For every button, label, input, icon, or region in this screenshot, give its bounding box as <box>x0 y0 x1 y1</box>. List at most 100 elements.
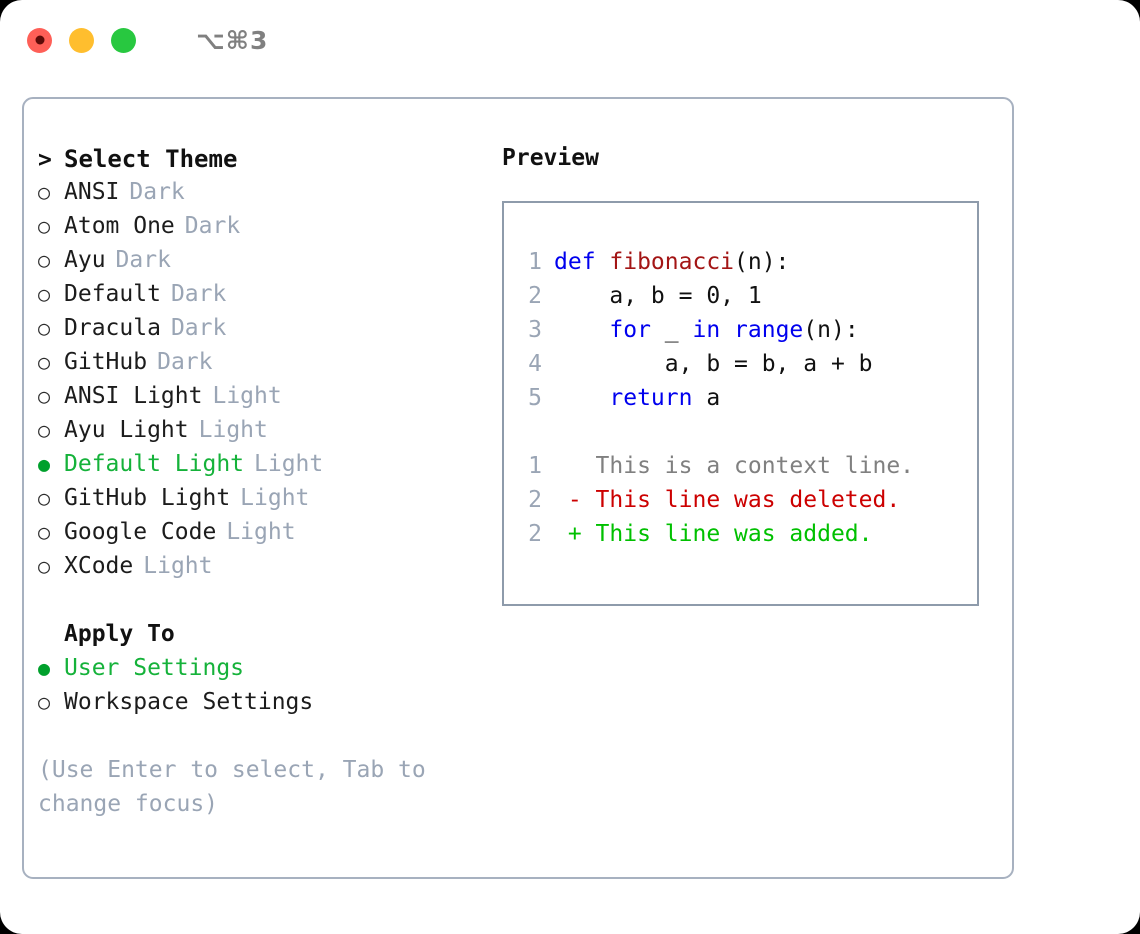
line-number: 1 <box>528 249 542 275</box>
theme-variant-badge: Dark <box>157 349 213 375</box>
apply-to-header: Apply To <box>38 621 498 655</box>
traffic-lights <box>27 27 136 53</box>
theme-variant-badge: Dark <box>170 281 227 307</box>
radio-selected-icon[interactable]: ● <box>38 656 51 680</box>
theme-list-item[interactable]: ○ GitHub Dark <box>38 349 498 383</box>
radio-unselected-icon[interactable]: ○ <box>38 316 51 340</box>
theme-variant-badge: Dark <box>115 247 171 273</box>
theme-list-item[interactable]: ○ GitHub Light Light <box>38 485 498 519</box>
line-number: 1 <box>528 453 542 479</box>
code-token: a, b = 0, 1 <box>554 283 762 309</box>
code-token: for <box>609 317 651 343</box>
line-number: 3 <box>528 317 542 343</box>
theme-variant-badge: Light <box>240 485 310 511</box>
radio-unselected-icon[interactable]: ○ <box>38 282 51 306</box>
theme-list-item[interactable]: ○ Default Dark <box>38 281 498 315</box>
theme-list-item[interactable]: ○ XCode Light <box>38 553 498 587</box>
code-token: def <box>554 249 610 275</box>
apply-to-list: ● User Settings ○ Workspace Settings <box>38 655 498 723</box>
diff-text: + This line was added. <box>554 521 873 547</box>
code-token: _ <box>650 317 693 343</box>
theme-variant-badge: Light <box>212 383 282 409</box>
line-number: 2 <box>528 283 542 309</box>
line-number: 2 <box>528 487 542 513</box>
radio-unselected-icon[interactable]: ○ <box>38 486 51 510</box>
radio-unselected-icon[interactable]: ○ <box>38 520 51 544</box>
radio-unselected-icon[interactable]: ○ <box>38 690 51 714</box>
apply-to-label: User Settings <box>64 655 245 681</box>
code-line: 3 for _ in range(n): <box>516 313 914 347</box>
code-line: 4 a, b = b, a + b <box>516 347 914 381</box>
preview-title: Preview <box>502 145 599 171</box>
code-token <box>554 317 609 343</box>
code-token: fibonacci <box>609 249 735 275</box>
diff-line: 1 This is a context line. <box>516 449 914 483</box>
theme-list-item[interactable]: ○ Atom One Dark <box>38 213 498 247</box>
line-number: 4 <box>528 351 542 377</box>
apply-to-label: Workspace Settings <box>64 689 314 715</box>
theme-variant-badge: Light <box>226 519 296 545</box>
theme-name-label: Dracula <box>64 315 161 341</box>
code-line: 1 def fibonacci(n): <box>516 245 914 279</box>
line-number: 5 <box>528 385 542 411</box>
prompt-caret-icon: > <box>38 147 52 173</box>
radio-unselected-icon[interactable]: ○ <box>38 248 51 272</box>
keyboard-hint: (Use Enter to select, Tab to change focu… <box>38 757 426 817</box>
radio-unselected-icon[interactable]: ○ <box>38 384 51 408</box>
theme-variant-badge: Dark <box>184 213 241 239</box>
theme-name-label: GitHub <box>64 349 148 375</box>
apply-to-option[interactable]: ○ Workspace Settings <box>38 689 498 723</box>
diff-text: This is a context line. <box>554 453 915 479</box>
theme-list-item[interactable]: ● Default Light Light <box>38 451 498 485</box>
theme-name-label: Google Code <box>64 519 217 545</box>
maximize-button-icon[interactable] <box>111 27 136 53</box>
theme-name-label: ANSI <box>64 179 120 205</box>
theme-list-item[interactable]: ○ Dracula Dark <box>38 315 498 349</box>
preview-separator <box>516 415 914 449</box>
theme-variant-badge: Light <box>143 553 213 579</box>
theme-variant-badge: Light <box>254 451 324 477</box>
theme-name-label: Ayu Light <box>64 417 189 443</box>
radio-unselected-icon[interactable]: ○ <box>38 214 51 238</box>
code-token: range <box>734 317 804 343</box>
theme-list-item[interactable]: ○ Google Code Light <box>38 519 498 553</box>
diff-text: - This line was deleted. <box>554 487 901 513</box>
list-spacer <box>38 587 498 621</box>
theme-name-label: XCode <box>64 553 134 579</box>
select-theme-header: > Select Theme <box>38 145 498 179</box>
code-token: (n): <box>803 317 859 343</box>
theme-name-label: GitHub Light <box>64 485 231 511</box>
apply-to-option[interactable]: ● User Settings <box>38 655 498 689</box>
theme-name-label: Default Light <box>64 451 245 477</box>
radio-unselected-icon[interactable]: ○ <box>38 418 51 442</box>
title-bar: ⌥⌘3 <box>0 0 1140 80</box>
radio-unselected-icon[interactable]: ○ <box>38 180 51 204</box>
code-token: return <box>609 385 693 411</box>
theme-name-label: Default <box>64 281 161 307</box>
radio-unselected-icon[interactable]: ○ <box>38 350 51 374</box>
radio-selected-icon[interactable]: ● <box>38 452 51 476</box>
close-button-icon[interactable] <box>27 27 52 53</box>
code-token <box>554 385 609 411</box>
theme-variant-badge: Dark <box>170 315 227 341</box>
theme-name-label: Atom One <box>64 213 175 239</box>
keyboard-shortcut-label: ⌥⌘3 <box>196 25 269 55</box>
code-token: (n): <box>734 249 790 275</box>
radio-unselected-icon[interactable]: ○ <box>38 554 51 578</box>
select-theme-title: Select Theme <box>64 145 238 173</box>
code-token <box>720 317 734 343</box>
minimize-button-icon[interactable] <box>69 27 94 53</box>
diff-line: 2 + This line was added. <box>516 517 914 551</box>
line-number: 2 <box>528 521 542 547</box>
code-line: 2 a, b = 0, 1 <box>516 279 914 313</box>
code-token: in <box>692 317 721 343</box>
